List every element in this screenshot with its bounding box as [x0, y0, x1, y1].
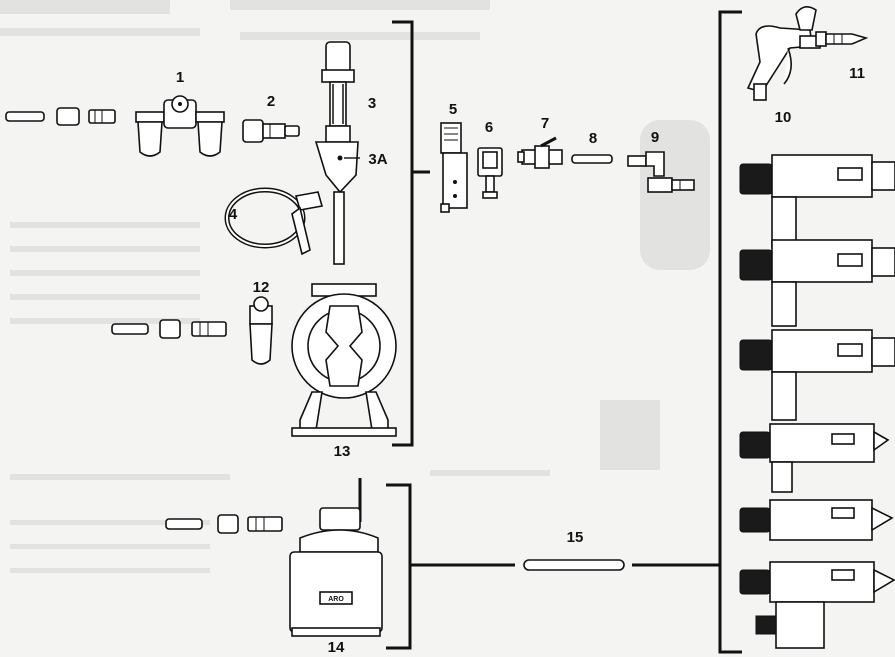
- callout-10: 10: [775, 109, 792, 126]
- pump-assembly: [314, 41, 360, 265]
- swivel-fittings: [627, 151, 695, 193]
- quick-coupler: [242, 119, 300, 143]
- bracket-group-bottom: [386, 483, 412, 650]
- tank-logo: ARO: [328, 596, 344, 603]
- automatic-gun-4: [739, 423, 890, 493]
- automatic-gun-2: [739, 239, 895, 327]
- callout-12: 12: [253, 279, 270, 296]
- callout-3: 3: [368, 95, 376, 112]
- callout-14: 14: [328, 639, 345, 656]
- automatic-gun-5: [739, 499, 894, 541]
- callout-13: 13: [334, 443, 351, 460]
- air-hose-segment-row2: [111, 319, 227, 339]
- callout-5: 5: [449, 101, 457, 118]
- hose-15: [523, 559, 625, 571]
- callout-3a: 3A: [368, 151, 387, 168]
- air-hose-segment-row1: [5, 107, 116, 126]
- automatic-gun-6: [739, 561, 895, 649]
- callout-15: 15: [567, 529, 584, 546]
- bracket-guns: [718, 10, 742, 654]
- spray-gun: [746, 6, 821, 101]
- nozzle: [815, 31, 869, 47]
- ball-valve: [517, 136, 563, 169]
- air-regulator: [249, 296, 273, 365]
- callout-8: 8: [589, 130, 597, 147]
- bracket-group-top: [392, 20, 430, 447]
- fluid-hose-short: [571, 154, 613, 164]
- callout-6: 6: [485, 119, 493, 136]
- pressure-tank: ARO: [289, 478, 383, 637]
- diaphragm-pump: [291, 283, 397, 437]
- automatic-gun-1: [739, 154, 895, 248]
- callout-7: 7: [541, 115, 549, 132]
- callout-4: 4: [229, 206, 238, 223]
- filter-bracket: [440, 122, 468, 213]
- callout-1: 1: [176, 69, 184, 86]
- filter-regulator-lubricator: [135, 95, 225, 157]
- callout-2: 2: [267, 93, 275, 110]
- callout-9: 9: [651, 129, 659, 146]
- fluid-regulator: [477, 147, 503, 199]
- automatic-gun-3: [739, 329, 895, 421]
- air-hose-segment-row3: [165, 514, 283, 534]
- siphon-hose-assembly: [224, 187, 324, 256]
- callout-11: 11: [849, 65, 865, 82]
